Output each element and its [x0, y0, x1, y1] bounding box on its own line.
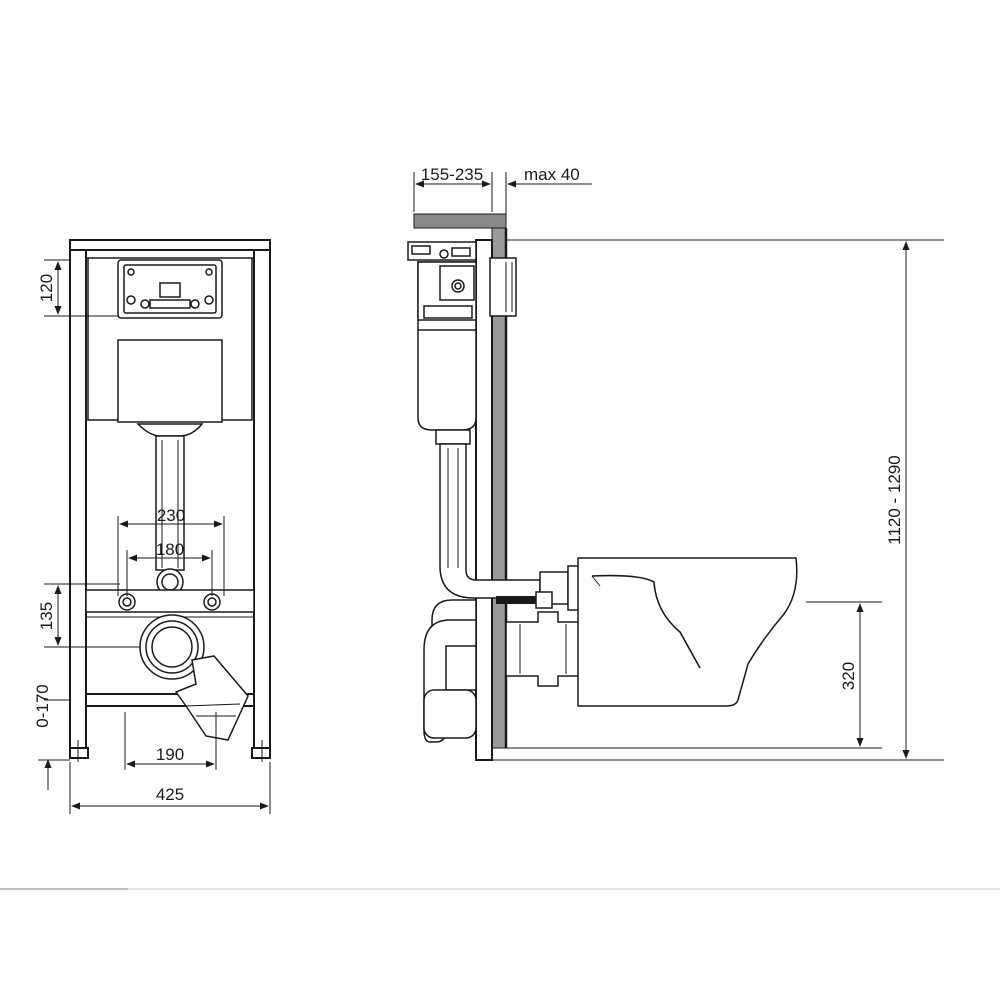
drain-outlet	[139, 614, 205, 680]
dim-finish-max-label: max 40	[524, 165, 580, 184]
dim-bolt-outer-label: 230	[157, 506, 185, 525]
footer-divider	[0, 888, 1000, 890]
dim-bolt-height-label: 135	[37, 602, 56, 630]
mounting-bolt-left	[118, 593, 136, 611]
front-view: 120 230 180 135 0-170 190 425	[33, 239, 271, 814]
frame-side-upright	[475, 239, 493, 761]
dim-leg-adjust-label: 0-170	[33, 684, 52, 727]
drain-elbow	[174, 655, 249, 741]
toilet-bowl	[577, 557, 798, 707]
mounting-bolt-right	[203, 593, 221, 611]
frame-right-upright	[253, 239, 271, 751]
footer-divider-accent	[0, 888, 128, 890]
cistern-front-panel	[117, 339, 223, 423]
bolt-mounting-rail	[85, 589, 255, 613]
frame-foot-left	[69, 747, 89, 759]
pan-connector	[505, 611, 585, 687]
dim-bolt-inner-label: 180	[156, 540, 184, 559]
side-view: 155-235 max 40 1120 - 1290 320	[407, 165, 944, 761]
dim-leg-spacing-label: 190	[156, 745, 184, 764]
dim-depth-adjust-label: 120	[37, 274, 56, 302]
frame-top-rail	[69, 239, 271, 251]
wall-cap	[413, 213, 507, 229]
dim-seat-height-label: 320	[839, 662, 858, 690]
mounting-bolt-side	[496, 591, 553, 609]
dim-total-height-label: 1120 - 1290	[885, 455, 904, 544]
dim-total-width-label: 425	[156, 785, 184, 804]
dim-wall-thickness-label: 155-235	[421, 165, 483, 184]
frame-foot-right	[251, 747, 271, 759]
